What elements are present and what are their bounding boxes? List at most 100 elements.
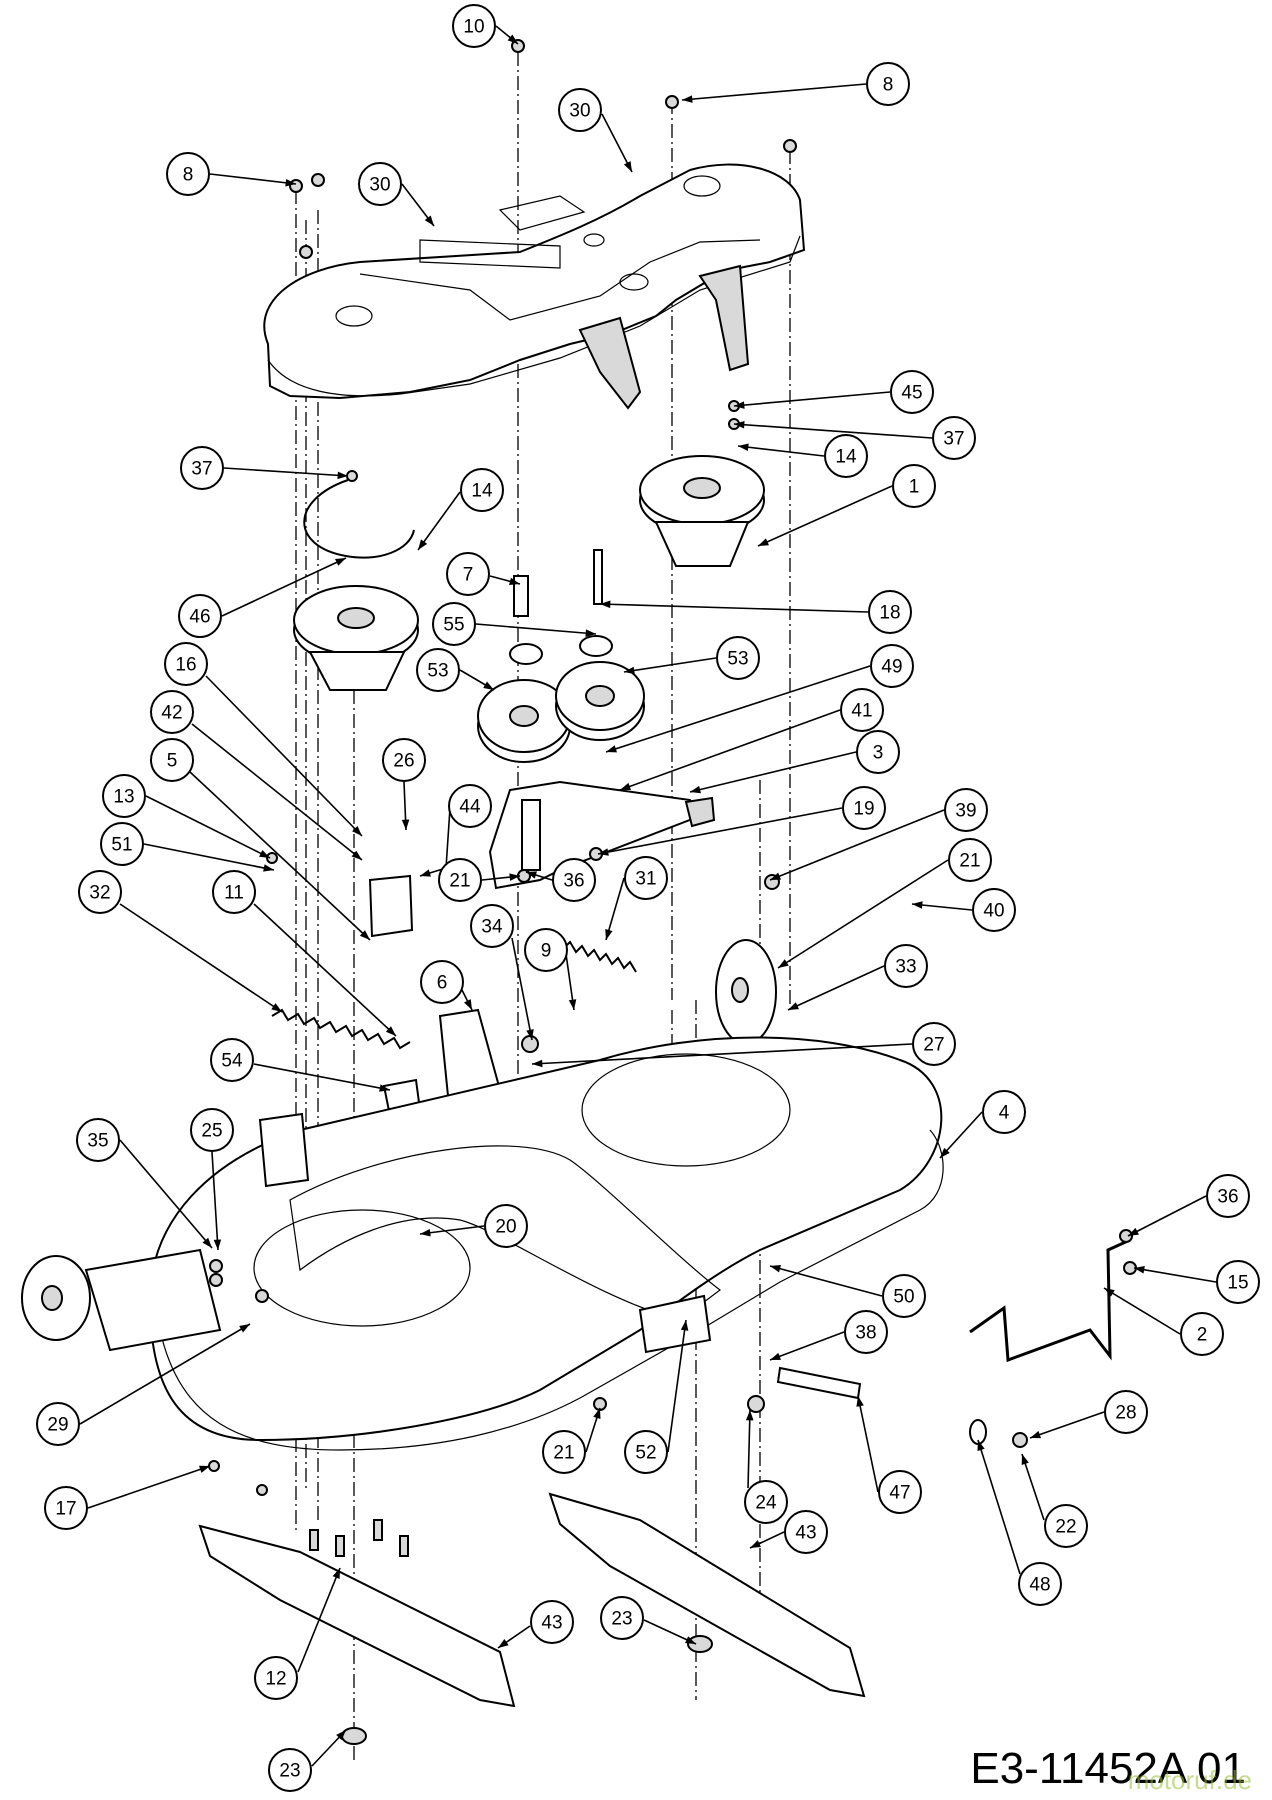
leader-arrowhead: [202, 1237, 212, 1248]
callout-number: 31: [635, 869, 656, 890]
callout-bubble: [212, 870, 256, 914]
callout-bubble: [868, 590, 912, 634]
leader-line: [857, 1395, 879, 1493]
callout-bubble: [416, 648, 460, 692]
leader-line: [297, 1567, 341, 1673]
callout-number: 30: [569, 101, 590, 122]
callout-bubble: [36, 1402, 80, 1446]
leader-line: [605, 665, 871, 753]
leader-line: [623, 657, 717, 673]
leader-line: [419, 1225, 485, 1235]
callout-bubble: [254, 1656, 298, 1700]
part-callout-12: 12: [254, 1567, 341, 1700]
leader-arrowhead: [685, 1636, 696, 1644]
callout-number: 40: [983, 901, 1004, 922]
leader-arrowhead: [336, 1730, 346, 1741]
callout-bubble: [892, 464, 936, 508]
part-callout-30: 30: [558, 88, 633, 173]
callout-bubble: [460, 468, 504, 512]
part-callout-44: 44: [419, 784, 492, 877]
part-callout-35: 35: [76, 1118, 213, 1249]
callout-number: 7: [463, 565, 474, 586]
callout-bubble: [1216, 1260, 1260, 1304]
part-callout-23: 23: [600, 1596, 697, 1645]
leader-line: [769, 1265, 883, 1297]
leader-line: [605, 877, 625, 941]
leader-arrowhead: [912, 901, 923, 909]
callout-number: 53: [727, 649, 748, 670]
part-callout-34: 34: [470, 904, 534, 1041]
callout-number: 33: [895, 957, 916, 978]
leader-arrowhead: [526, 871, 537, 879]
part-callout-16: 16: [164, 642, 363, 837]
leader-line: [145, 795, 271, 859]
callout-bubble: [1104, 1390, 1148, 1434]
callout-bubble: [844, 1310, 888, 1354]
part-callout-10: 10: [452, 4, 519, 48]
part-callout-53: 53: [416, 648, 495, 692]
leader-arrowhead: [401, 819, 410, 830]
callout-bubble: [180, 446, 224, 490]
part-callout-48: 48: [977, 1439, 1062, 1606]
leader-line: [1127, 1195, 1207, 1237]
leader-line: [769, 1331, 845, 1361]
leader-arrowhead: [199, 1465, 210, 1473]
leader-arrowhead: [418, 539, 428, 550]
callout-number: 42: [161, 703, 182, 724]
leader-line: [253, 1063, 391, 1091]
callout-bubble: [744, 1480, 788, 1524]
hanger-rod: [969, 1238, 1131, 1363]
part-callout-50: 50: [769, 1265, 926, 1318]
callout-number: 54: [221, 1051, 243, 1072]
leader-line: [87, 1465, 211, 1509]
callout-number: 45: [901, 383, 922, 404]
callout-bubble: [856, 730, 900, 774]
part-callout-15: 15: [1133, 1260, 1260, 1304]
leader-arrowhead: [359, 930, 370, 940]
callout-number: 9: [541, 941, 552, 962]
callout-bubble: [870, 644, 914, 688]
part-callout-2: 2: [1103, 1287, 1224, 1356]
callout-bubble: [982, 1090, 1026, 1134]
leader-line: [769, 809, 945, 881]
callout-bubble: [382, 738, 426, 782]
part-callout-32: 32: [78, 870, 283, 1013]
callout-number: 2: [1197, 1325, 1208, 1346]
leader-line: [211, 1151, 219, 1251]
leader-line: [119, 903, 283, 1013]
callout-number: 23: [279, 1761, 300, 1782]
part-callout-6: 6: [420, 960, 473, 1011]
leader-arrowhead: [420, 1228, 431, 1237]
part-callout-21: 21: [438, 858, 521, 902]
part-callout-37: 37: [180, 446, 349, 490]
part-callout-25: 25: [190, 1108, 234, 1251]
part-callout-26: 26: [382, 738, 426, 831]
part-callout-42: 42: [150, 690, 363, 861]
callout-number: 28: [1115, 1403, 1136, 1424]
leader-arrowhead: [509, 577, 520, 585]
leader-arrowhead: [337, 471, 348, 480]
leader-line: [1021, 1453, 1045, 1521]
callout-number: 39: [955, 801, 976, 822]
leader-line: [689, 751, 857, 793]
callout-number: 55: [443, 615, 464, 636]
leader-arrowhead: [745, 1410, 754, 1421]
leader-arrowhead: [605, 929, 613, 940]
leader-arrowhead: [271, 1003, 282, 1012]
callout-number: 18: [879, 603, 900, 624]
callout-number: 24: [755, 1493, 777, 1514]
leader-line: [189, 771, 371, 941]
leader-arrowhead: [352, 825, 362, 836]
callout-bubble: [164, 642, 208, 686]
leader-arrowhead: [1104, 1288, 1115, 1297]
leader-line: [223, 467, 349, 477]
callout-bubble: [624, 1430, 668, 1474]
callout-bubble: [972, 888, 1016, 932]
part-callout-55: 55: [432, 602, 597, 646]
part-callout-17: 17: [44, 1465, 211, 1530]
part-callout-27: 27: [531, 1022, 956, 1068]
callout-bubble: [210, 1038, 254, 1082]
callout-bubble: [552, 858, 596, 902]
callout-number: 3: [873, 743, 884, 764]
callout-bubble: [912, 1022, 956, 1066]
